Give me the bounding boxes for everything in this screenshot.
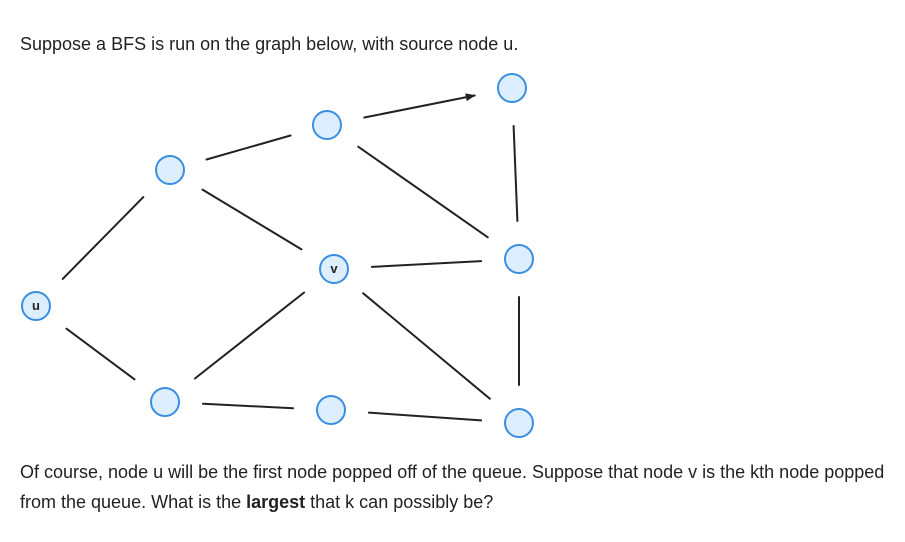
graph-node-u: u	[21, 291, 51, 321]
edge-n_top_mid-n_top_right	[363, 93, 476, 119]
edge-u-n_lower_left	[65, 327, 136, 381]
node-circle	[150, 387, 180, 417]
graph-node-n_lower_mid	[316, 395, 346, 425]
graph-node-n_lower_left	[150, 387, 180, 417]
graph-node-n_top_right	[497, 73, 527, 103]
node-circle	[504, 244, 534, 274]
graph-node-n_upper_left	[155, 155, 185, 185]
node-circle	[319, 254, 349, 284]
node-circle	[21, 291, 51, 321]
edge-n_lower_left-n_lower_mid	[202, 402, 294, 410]
edge-n_lower_left-v	[193, 291, 306, 380]
question-body-tail: that k can possibly be?	[305, 492, 494, 512]
edge-n_top_right-n_mid_right	[512, 125, 519, 222]
edge-n_upper_left-n_top_mid	[205, 134, 292, 161]
edge-u-n_upper_left	[61, 196, 145, 280]
node-circle	[497, 73, 527, 103]
edge-v-n_mid_right	[370, 260, 483, 268]
graph-node-n_top_mid	[312, 110, 342, 140]
node-label: v	[330, 261, 338, 276]
question-intro: Suppose a BFS is run on the graph below,…	[20, 34, 519, 54]
node-circle	[155, 155, 185, 185]
graph-node-v: v	[319, 254, 349, 284]
question-emphasis: largest	[246, 492, 306, 512]
graph-nodes: uv	[21, 73, 534, 438]
graph-node-n_lower_right	[504, 408, 534, 438]
edge-v-n_lower_right	[362, 292, 491, 400]
graph-edges	[61, 93, 520, 422]
node-label: u	[32, 298, 40, 313]
edge-n_top_mid-n_mid_right	[357, 145, 489, 239]
node-circle	[504, 408, 534, 438]
node-circle	[316, 395, 346, 425]
edge-n_upper_left-v	[201, 188, 303, 251]
node-circle	[312, 110, 342, 140]
question-body: Of course, node u will be the first node…	[20, 457, 890, 517]
edge-n_lower_mid-n_lower_right	[367, 411, 483, 422]
graph-node-n_mid_right	[504, 244, 534, 274]
question-body-text: Of course, node u will be the first node…	[20, 462, 885, 512]
